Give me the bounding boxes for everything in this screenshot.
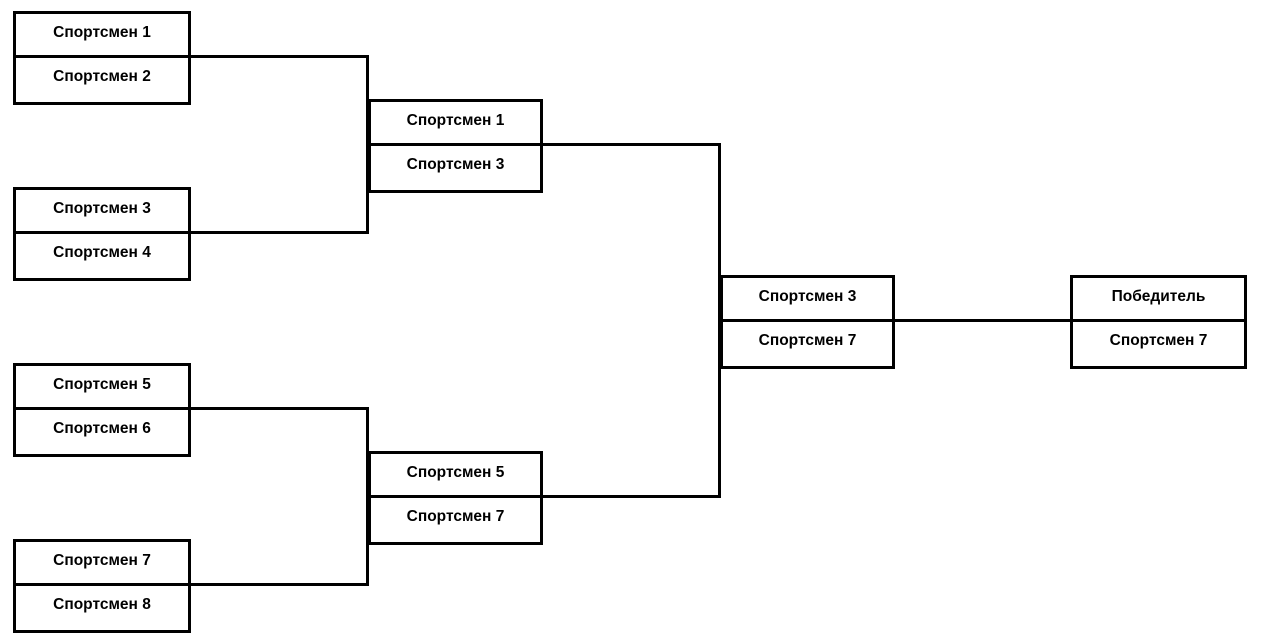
match-slot-top[interactable]: Спортсмен 3 bbox=[723, 278, 892, 322]
match-box-r1m1[interactable]: Спортсмен 1 Спортсмен 2 bbox=[13, 11, 191, 105]
match-box-winner[interactable]: Победитель Спортсмен 7 bbox=[1070, 275, 1247, 369]
match-slot-bottom[interactable]: Спортсмен 2 bbox=[53, 68, 151, 85]
match-box-r2m1[interactable]: Спортсмен 1 Спортсмен 3 bbox=[368, 99, 543, 193]
match-box-r1m2[interactable]: Спортсмен 3 Спортсмен 4 bbox=[13, 187, 191, 281]
match-slot-top[interactable]: Спортсмен 1 bbox=[16, 14, 188, 58]
match-slot-bottom[interactable]: Спортсмен 8 bbox=[53, 596, 151, 613]
match-box-r3m1[interactable]: Спортсмен 3 Спортсмен 7 bbox=[720, 275, 895, 369]
winner-name[interactable]: Спортсмен 7 bbox=[1109, 332, 1208, 349]
match-slot-top[interactable]: Спортсмен 7 bbox=[16, 542, 188, 586]
match-box-r2m2[interactable]: Спортсмен 5 Спортсмен 7 bbox=[368, 451, 543, 545]
match-slot-bottom[interactable]: Спортсмен 7 bbox=[758, 332, 857, 349]
match-slot-bottom[interactable]: Спортсмен 3 bbox=[406, 156, 505, 173]
match-slot-top[interactable]: Спортсмен 5 bbox=[16, 366, 188, 410]
connector-r2m1-to-spine-final bbox=[543, 143, 721, 146]
match-box-r1m3[interactable]: Спортсмен 5 Спортсмен 6 bbox=[13, 363, 191, 457]
connector-r1m2-to-spine-top bbox=[191, 231, 369, 234]
connector-spine-final bbox=[718, 143, 721, 498]
match-slot-bottom[interactable]: Спортсмен 6 bbox=[53, 420, 151, 437]
match-slot-top[interactable]: Спортсмен 1 bbox=[371, 102, 540, 146]
match-box-r1m4[interactable]: Спортсмен 7 Спортсмен 8 bbox=[13, 539, 191, 633]
match-slot-top[interactable]: Спортсмен 3 bbox=[16, 190, 188, 234]
connector-r1m1-to-spine-top bbox=[191, 55, 369, 58]
connector-r1m3-to-spine-bottom bbox=[191, 407, 369, 410]
match-slot-bottom[interactable]: Спортсмен 4 bbox=[53, 244, 151, 261]
connector-spine-top bbox=[366, 55, 369, 234]
match-slot-bottom[interactable]: Спортсмен 7 bbox=[406, 508, 505, 525]
connector-r1m4-to-spine-bottom bbox=[191, 583, 369, 586]
connector-r3m1-to-winner bbox=[895, 319, 1071, 322]
winner-label: Победитель bbox=[1073, 278, 1244, 322]
connector-spine-bottom bbox=[366, 407, 369, 586]
match-slot-top[interactable]: Спортсмен 5 bbox=[371, 454, 540, 498]
connector-r2m2-to-spine-final bbox=[543, 495, 721, 498]
